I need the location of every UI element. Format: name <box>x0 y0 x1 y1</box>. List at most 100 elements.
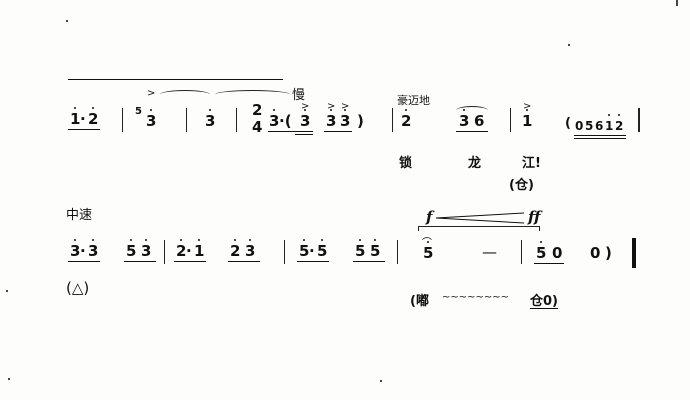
percussion-mark: (△) <box>66 279 90 297</box>
grace-note: 5 <box>135 106 142 117</box>
note: 1 <box>70 107 81 128</box>
tempo-slow: 慢 <box>292 88 306 103</box>
tie <box>215 90 290 99</box>
speck <box>568 44 570 46</box>
underline <box>68 129 100 130</box>
tie <box>456 106 488 115</box>
underline <box>534 263 564 264</box>
underline <box>124 261 156 262</box>
dot: · <box>186 242 192 260</box>
speck <box>8 378 10 380</box>
underline <box>456 131 488 132</box>
accent-mark: > <box>147 88 156 99</box>
bracket <box>418 226 540 231</box>
dash-extension: — <box>482 243 497 261</box>
underline <box>353 261 385 262</box>
lyric: 龙 <box>468 156 482 171</box>
dot: · <box>309 242 315 260</box>
note: 6 <box>595 119 604 133</box>
paren: ) <box>605 244 612 262</box>
note: 2 <box>615 114 624 133</box>
dynamic-forte: f <box>426 208 433 226</box>
note: 2 <box>401 109 412 130</box>
barline <box>186 108 187 132</box>
dot-paren: ·( <box>279 112 292 130</box>
barline <box>284 240 285 264</box>
note: 3 <box>269 109 280 130</box>
paren: ( <box>565 116 571 131</box>
crescendo-hairpin <box>436 212 525 224</box>
fermata-icon: ⌒ <box>422 238 432 249</box>
underline <box>574 135 626 136</box>
dot: · <box>80 242 86 260</box>
note: 3 <box>141 239 152 260</box>
barline <box>392 108 393 132</box>
underline <box>530 308 558 309</box>
dot: · <box>80 110 86 128</box>
note: 2 <box>88 107 99 128</box>
lyric: 江! <box>522 156 541 171</box>
note: 3 <box>88 239 99 260</box>
percussion-end: 仓0) <box>530 294 558 309</box>
accent-mark: > <box>301 101 310 112</box>
percussion-mark: (仓) <box>509 178 534 193</box>
tie <box>160 90 210 99</box>
note: 5 <box>370 239 381 260</box>
lyric: 锁 <box>399 156 413 171</box>
underline <box>268 131 313 132</box>
paren: ) <box>357 112 364 130</box>
rest: 0 <box>590 244 601 262</box>
note: 5 <box>299 239 310 260</box>
note: 5 <box>317 239 328 260</box>
barline <box>521 240 522 264</box>
dynamic-fortissimo: ff <box>528 208 541 226</box>
barline <box>397 240 398 264</box>
note: 1 <box>522 109 533 130</box>
speck <box>676 0 678 6</box>
note: 5 <box>536 241 547 262</box>
note: 1 <box>194 239 205 260</box>
note: 5 <box>355 239 366 260</box>
note: 3 <box>300 109 311 130</box>
speck <box>380 380 382 382</box>
note: 1 <box>605 114 614 133</box>
accent-mark: > <box>341 101 350 112</box>
barline <box>122 108 123 132</box>
final-barline <box>632 238 636 268</box>
note: 3 <box>459 109 470 130</box>
note: 2 <box>176 239 187 260</box>
phrase-line <box>68 79 283 80</box>
note: 5 <box>423 241 434 262</box>
note: 3 <box>340 109 351 130</box>
note: 5 <box>126 239 137 260</box>
underline <box>68 261 100 262</box>
note: 3 <box>205 109 216 130</box>
barline <box>164 240 165 264</box>
barline <box>638 108 640 132</box>
accent-mark: > <box>523 101 532 112</box>
tempo-medium: 中速 <box>66 208 93 223</box>
underline <box>324 131 352 132</box>
note: 0 <box>575 119 584 133</box>
barline <box>236 108 237 132</box>
time-sig-top: 2 <box>252 101 263 119</box>
note: 5 <box>585 119 594 133</box>
note: 2 <box>230 239 241 260</box>
underline <box>228 261 260 262</box>
note: 3 <box>70 239 81 260</box>
underline <box>295 134 313 135</box>
rest: 0 <box>552 244 563 262</box>
barline <box>510 108 511 132</box>
tremolo-wave: ~~~~~~~~ <box>442 292 510 303</box>
note: 3 <box>326 109 337 130</box>
note: 3 <box>245 239 256 260</box>
speck <box>6 290 8 292</box>
underline <box>174 261 206 262</box>
accent-mark: > <box>327 101 336 112</box>
underline <box>297 261 329 262</box>
percussion-roll: (嘟 <box>410 294 429 309</box>
note: 3 <box>146 109 157 130</box>
expression-mark: 豪迈地 <box>397 94 430 107</box>
underline <box>574 138 626 139</box>
